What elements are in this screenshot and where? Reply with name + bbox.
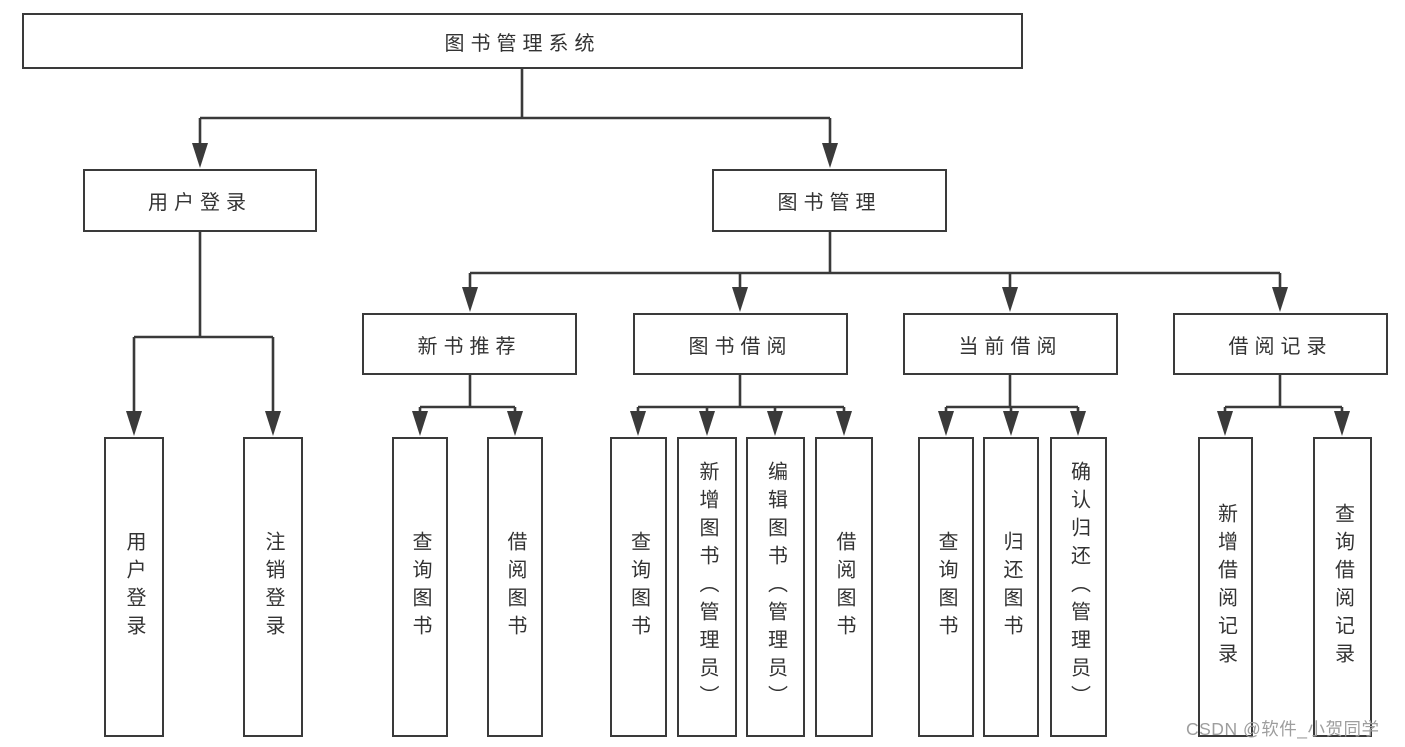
leaf-return-books: 归还图书: [983, 437, 1039, 737]
leaf-add-borrow-record: 新增借阅记录: [1198, 437, 1253, 737]
node-borrow-records: 借阅记录: [1173, 313, 1388, 375]
watermark: CSDN @软件_小贺同学: [1186, 719, 1380, 739]
leaf-query-books-borrow-label: 查询图书: [627, 531, 650, 643]
leaf-query-borrow-record-label: 查询借阅记录: [1331, 503, 1354, 671]
leaf-borrow-books-recommend: 借阅图书: [487, 437, 543, 737]
leaf-query-books-current: 查询图书: [918, 437, 974, 737]
node-user-login-label: 用户登录: [148, 192, 252, 214]
leaf-user-login: 用户登录: [104, 437, 164, 737]
node-borrow-records-label: 借阅记录: [1228, 335, 1333, 358]
leaf-borrow-books-label: 借阅图书: [833, 531, 855, 643]
leaf-confirm-return-admin-label: 确认归还（管理员）: [1067, 461, 1090, 713]
leaf-borrow-books-recommend-label: 借阅图书: [504, 531, 526, 643]
node-new-book-recommend-label: 新书推荐: [417, 335, 522, 358]
leaf-borrow-books: 借阅图书: [815, 437, 873, 737]
leaf-edit-book-admin: 编辑图书（管理员）: [746, 437, 805, 737]
node-new-book-recommend: 新书推荐: [362, 313, 577, 375]
node-root: 图书管理系统: [22, 13, 1023, 69]
leaf-query-books-recommend-label: 查询图书: [409, 531, 431, 643]
node-user-login: 用户登录: [83, 169, 317, 232]
node-book-management: 图书管理: [712, 169, 947, 232]
leaf-return-books-label: 归还图书: [1000, 531, 1022, 643]
leaf-query-books-current-label: 查询图书: [935, 531, 957, 643]
leaf-query-borrow-record: 查询借阅记录: [1313, 437, 1372, 737]
leaf-add-borrow-record-label: 新增借阅记录: [1214, 503, 1237, 671]
leaf-add-book-admin: 新增图书（管理员）: [677, 437, 737, 737]
leaf-user-login-label: 用户登录: [123, 531, 145, 643]
node-current-borrow-label: 当前借阅: [958, 335, 1063, 358]
leaf-add-book-admin-label: 新增图书（管理员）: [696, 461, 718, 713]
node-current-borrow: 当前借阅: [903, 313, 1118, 375]
node-book-borrow: 图书借阅: [633, 313, 848, 375]
leaf-confirm-return-admin: 确认归还（管理员）: [1050, 437, 1107, 737]
node-root-label: 图书管理系统: [444, 32, 601, 55]
leaf-query-books-recommend: 查询图书: [392, 437, 448, 737]
node-book-borrow-label: 图书借阅: [688, 335, 793, 358]
leaf-logout: 注销登录: [243, 437, 303, 737]
leaf-edit-book-admin-label: 编辑图书（管理员）: [764, 461, 787, 713]
node-book-management-label: 图书管理: [777, 192, 882, 214]
leaf-query-books-borrow: 查询图书: [610, 437, 667, 737]
leaf-logout-label: 注销登录: [262, 531, 284, 643]
